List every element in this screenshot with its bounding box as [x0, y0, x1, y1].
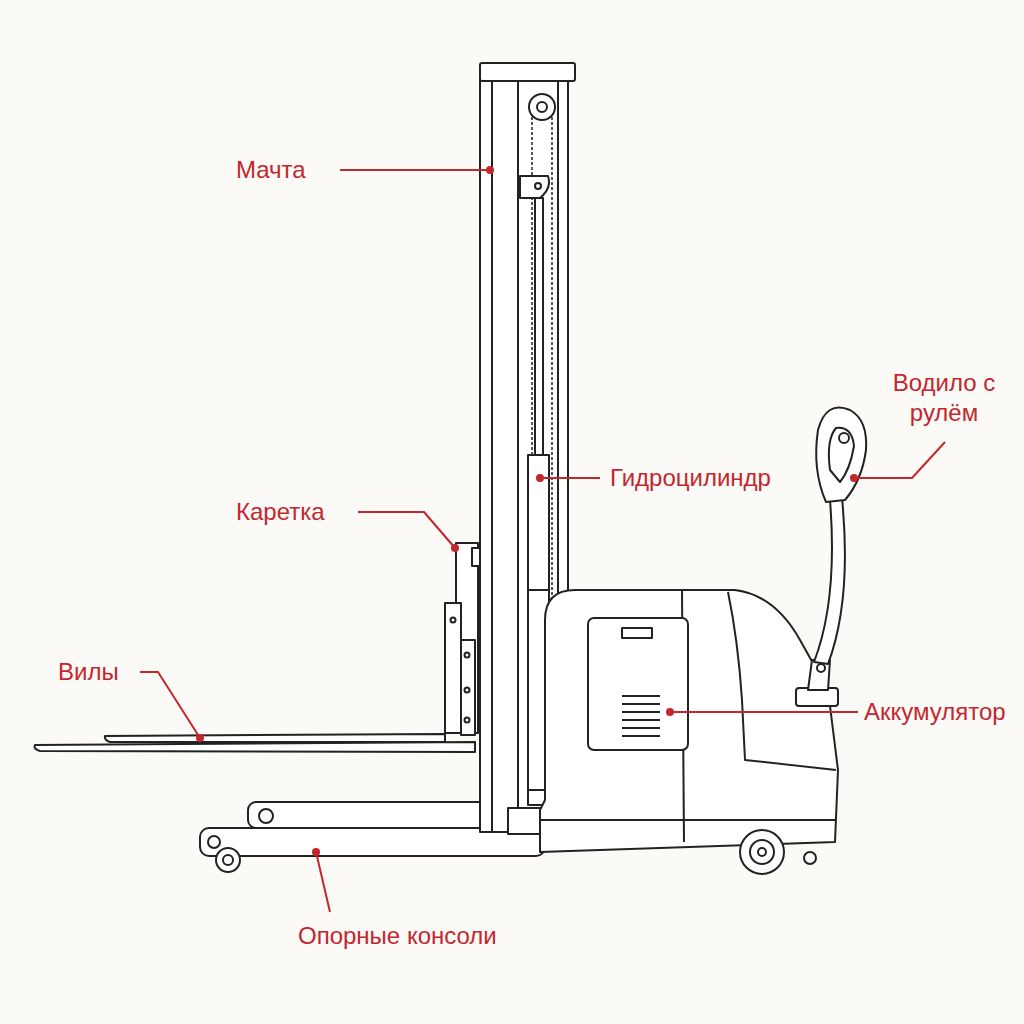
- support-leg: [248, 802, 510, 828]
- battery-cover: [588, 618, 688, 750]
- leg-roller-hub: [223, 855, 233, 865]
- fork-bolt: [465, 653, 470, 658]
- fork-bolt: [465, 718, 470, 723]
- fork-shank: [461, 640, 475, 735]
- chain-pulley-hub: [537, 102, 547, 112]
- cylinder-joint: [528, 589, 549, 591]
- mast-channel: [491, 80, 493, 832]
- body-skirt: [540, 819, 836, 821]
- tiller-handle: [816, 408, 866, 503]
- leader-lines: [140, 170, 945, 912]
- part-label: Аккумулятор: [864, 697, 1020, 727]
- drive-wheel: [740, 830, 784, 874]
- drive-wheel-axle: [758, 848, 766, 856]
- drive-wheel-hub: [750, 840, 774, 864]
- fork-shank: [445, 603, 461, 733]
- part-label: Мачта: [236, 155, 346, 185]
- mast-top-cap: [480, 63, 575, 81]
- tiller-grip: [829, 428, 854, 482]
- fork-blade: [105, 734, 445, 742]
- carriage-roller: [472, 548, 480, 566]
- battery-cover-handle: [622, 628, 652, 638]
- part-label: Каретка: [236, 497, 366, 527]
- leader-dots: [196, 166, 858, 856]
- leg-roller: [216, 848, 240, 872]
- part-label: Гидроцилиндр: [610, 463, 810, 493]
- chain-anchor-pin: [535, 183, 541, 189]
- part-label: Водило с рулём: [880, 368, 1008, 428]
- mast-channel: [517, 80, 519, 832]
- body-panel-line: [728, 592, 836, 770]
- leg-roller: [259, 809, 273, 823]
- tiller-button: [839, 433, 849, 443]
- cylinder-rod: [535, 198, 543, 456]
- caster-wheel: [804, 852, 816, 864]
- fork-bolt: [451, 618, 456, 623]
- tiller-arm: [814, 498, 845, 664]
- body-housing: [540, 590, 838, 852]
- chain-pulley: [529, 94, 555, 120]
- tiller-pivot: [817, 664, 825, 672]
- part-label: Вилы: [58, 657, 138, 687]
- leg-bolt: [208, 836, 220, 848]
- part-label: Опорные консоли: [298, 921, 558, 951]
- fork-bolt: [465, 688, 470, 693]
- fork-blade: [35, 742, 475, 752]
- chain-anchor: [520, 176, 549, 198]
